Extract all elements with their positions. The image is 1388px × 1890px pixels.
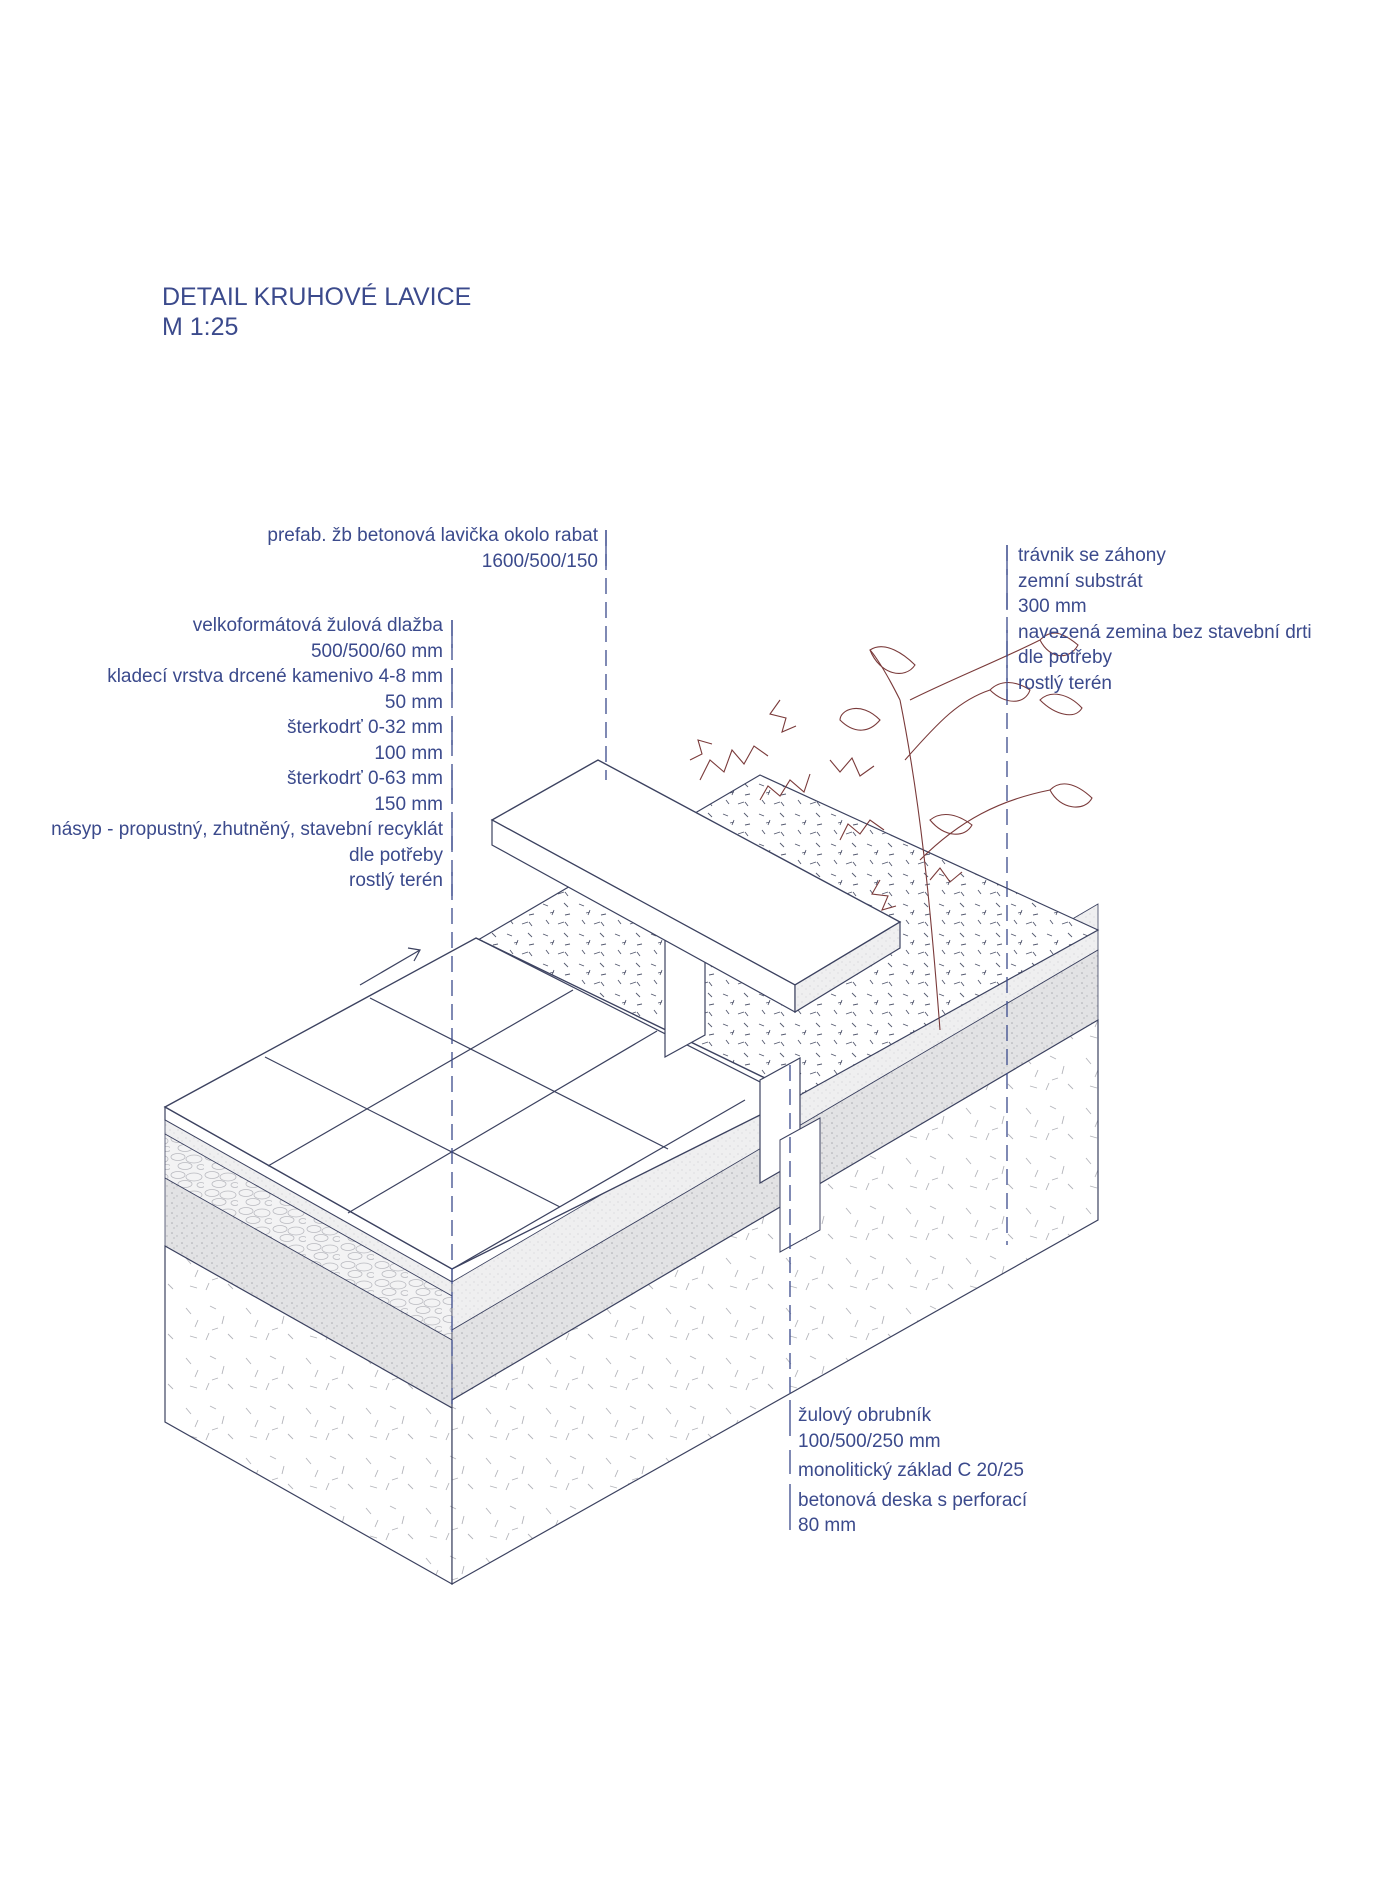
paving-layer-line: 50 mm — [384, 691, 443, 713]
paving-layer-line: šterkodrť 0-63 mm — [287, 768, 443, 789]
paving-layer-line: násyp - propustný, zhutněný, stavební re… — [51, 819, 443, 840]
bench-label-line: prefab. žb betonová lavička okolo rabat — [267, 525, 598, 546]
paving-layer-line: velkoformátová žulová dlažba — [192, 615, 443, 636]
paving-layer-line: kladecí vrstva drcené kamenivo 4-8 mm — [107, 666, 443, 687]
bench-label: prefab. žb betonová lavička okolo rabat … — [267, 523, 598, 574]
bench-label-line: 1600/500/150 — [481, 550, 598, 572]
paving-layer-line: 500/500/60 mm — [310, 640, 443, 662]
drawing-title: DETAIL KRUHOVÉ LAVICE M 1:25 — [162, 282, 471, 342]
paving-layer-line: 100 mm — [374, 742, 443, 764]
lawn-layer-line: 300 mm — [1018, 596, 1087, 617]
paving-layer-line: šterkodrť 0-32 mm — [287, 717, 443, 738]
paving-layers-label: velkoformátová žulová dlažba 500/500/60 … — [51, 613, 443, 894]
lawn-layer-line: navezená zemina bez stavební drti — [1018, 621, 1312, 643]
direction-arrow — [359, 947, 421, 986]
lawn-layer-line: dle potřeby — [1018, 647, 1113, 668]
paving-layer-line: 150 mm — [374, 793, 443, 815]
paving-top — [163, 937, 802, 1270]
lawn-layer-line: rostlý terén — [1018, 672, 1112, 694]
curb-line: 100/500/250 mm — [798, 1430, 941, 1452]
curb-line: žulový obrubník — [798, 1405, 932, 1426]
plants — [689, 632, 1093, 1031]
curb-line: monolitický základ C 20/25 — [798, 1460, 1024, 1481]
lawn-layer-line: zemní substrát — [1018, 570, 1143, 592]
lawn-layer-line: trávnik se záhony — [1018, 545, 1166, 566]
curb-label: žulový obrubník 100/500/250 mm monolitic… — [798, 1403, 1027, 1539]
title-scale: M 1:25 — [162, 313, 239, 341]
block-left-face — [164, 1105, 453, 1586]
paving-layer-line: rostlý terén — [349, 870, 443, 891]
label-bars — [451, 530, 1008, 1530]
leader-lines — [451, 530, 1008, 1410]
curb-line: 80 mm — [798, 1515, 857, 1536]
curb-line: betonová deska s perforací — [798, 1489, 1028, 1511]
paving-layer-line: dle potřeby — [348, 844, 443, 866]
lawn-layers-label: trávnik se záhony zemní substrát 300 mm … — [1018, 543, 1312, 696]
title-line-1: DETAIL KRUHOVÉ LAVICE — [162, 283, 472, 311]
concrete-bench — [490, 759, 902, 1059]
